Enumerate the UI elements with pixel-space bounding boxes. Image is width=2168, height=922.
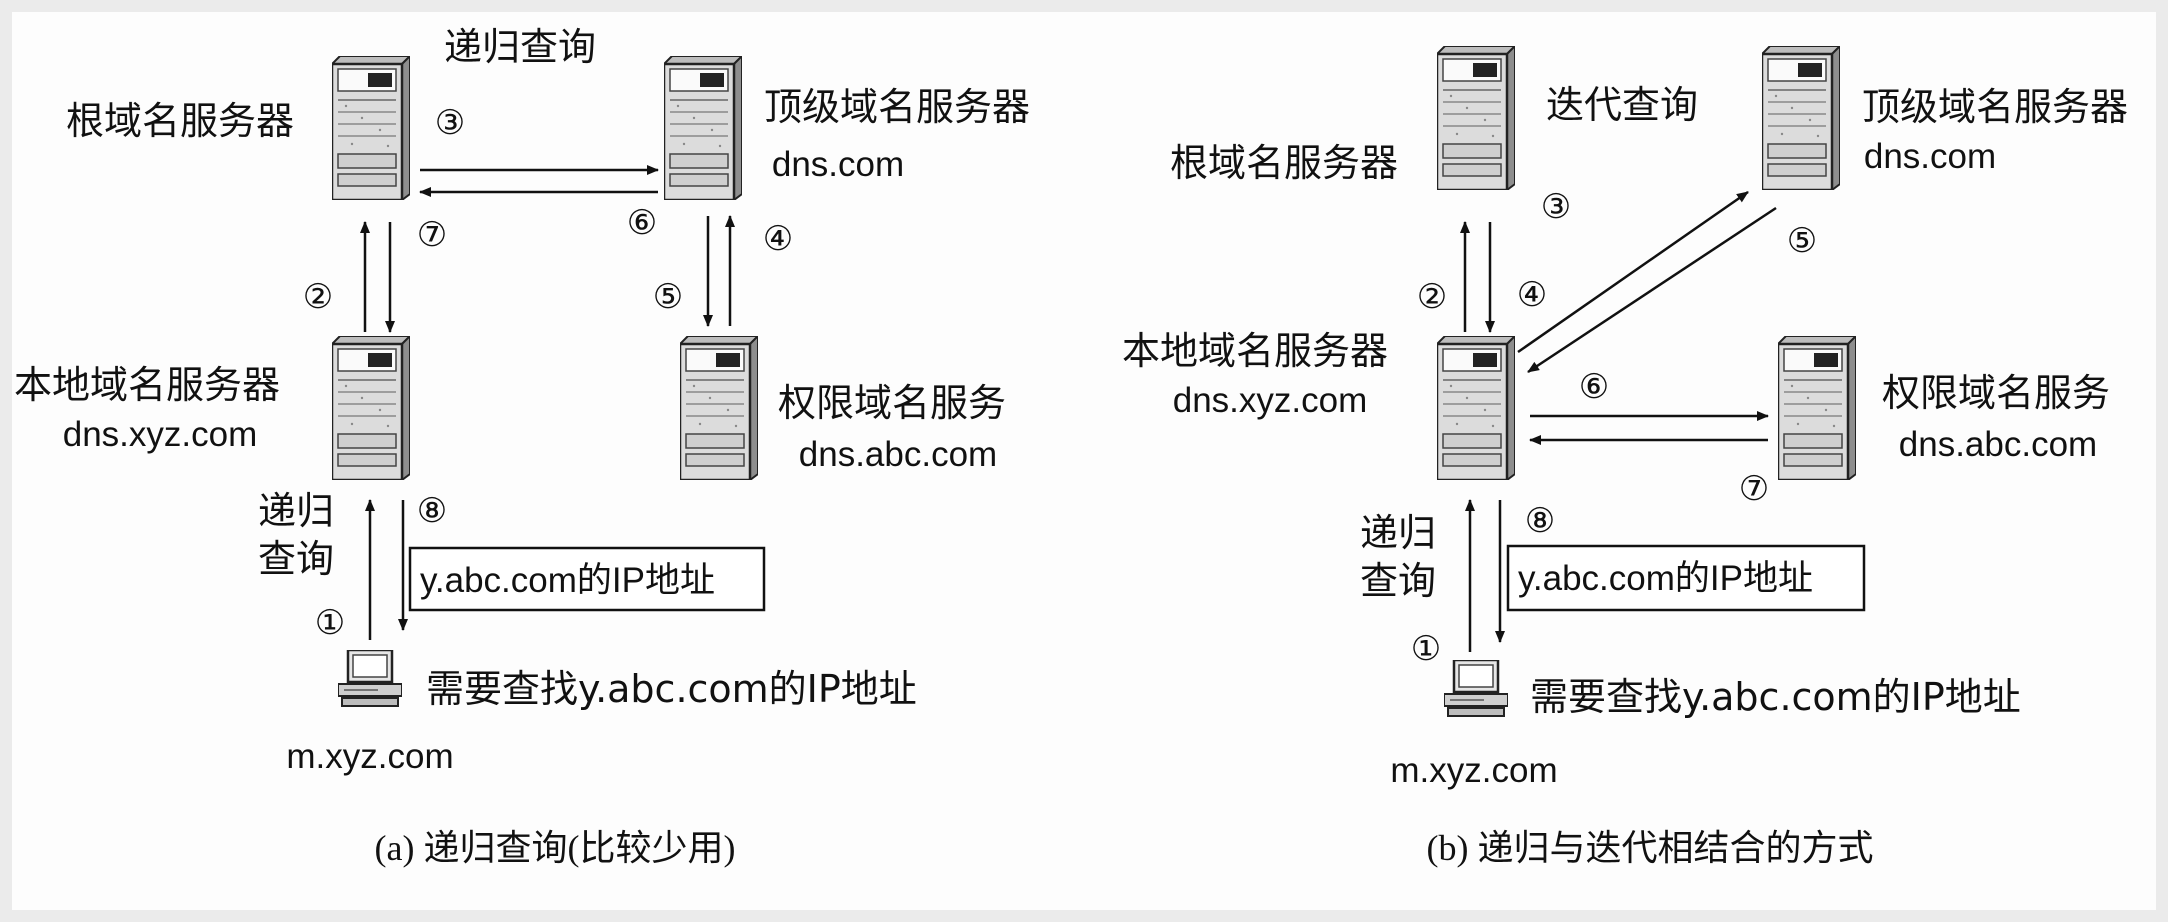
step-1-label: ① xyxy=(1411,629,1441,669)
tld-server-icon xyxy=(1762,46,1840,190)
tld-server-label: 顶级域名服务器 xyxy=(764,85,1030,129)
auth-server-icon xyxy=(680,336,758,480)
title-iterative: 迭代查询 xyxy=(1546,83,1698,127)
step-1-label: ① xyxy=(315,603,345,643)
step-3-label: ③ xyxy=(435,103,465,143)
root-server-label: 根域名服务器 xyxy=(1170,141,1398,185)
step-5-label: ⑤ xyxy=(1787,221,1817,261)
tld-server-domain: dns.com xyxy=(1864,137,1996,176)
tld-server-domain: dns.com xyxy=(772,145,904,184)
step-8-label: ⑧ xyxy=(1525,501,1555,541)
root-server-icon xyxy=(332,56,410,200)
host-name: m.xyz.com xyxy=(286,737,453,776)
panel-recursive: 递归查询 根域名服务器 顶级域名服务器 dns.com 本地域名服务器 dns.… xyxy=(14,25,1030,868)
local-server-domain: dns.xyz.com xyxy=(63,415,258,454)
panel-iterative: 迭代查询 根域名服务器 顶级域名服务器 dns.com 本地域名服务器 dns.… xyxy=(1122,46,2128,868)
auth-server-label: 权限域名服务 xyxy=(1882,371,2110,415)
result-box-text: y.abc.com的IP地址 xyxy=(1518,559,1813,598)
local-server-label: 本地域名服务器 xyxy=(14,363,280,407)
step-8-label: ⑧ xyxy=(417,491,447,531)
local-server-icon xyxy=(1437,336,1515,480)
arrow-step-4 xyxy=(1517,190,1749,354)
result-box xyxy=(408,546,766,612)
local-server-label: 本地域名服务器 xyxy=(1122,329,1388,373)
result-box-text: y.abc.com的IP地址 xyxy=(420,561,715,600)
host-name: m.xyz.com xyxy=(1390,751,1557,790)
step-7-label: ⑦ xyxy=(1739,469,1769,509)
root-server-label: 根域名服务器 xyxy=(66,99,294,143)
step-6-label: ⑥ xyxy=(1579,367,1609,407)
host-computer-icon xyxy=(1444,660,1508,718)
host-note: 需要查找y.abc.com的IP地址 xyxy=(1530,675,2021,719)
step-3-label: ③ xyxy=(1541,187,1571,227)
auth-server-label: 权限域名服务 xyxy=(778,381,1006,425)
step-2-label: ② xyxy=(303,277,333,317)
auth-server-icon xyxy=(1778,336,1856,480)
arrow-step-5 xyxy=(1527,206,1777,374)
host-note: 需要查找y.abc.com的IP地址 xyxy=(426,667,917,711)
step-5-label: ⑤ xyxy=(653,277,683,317)
step-7-label: ⑦ xyxy=(417,215,447,255)
query-label-line1: 递归 xyxy=(1360,511,1436,555)
step-2-label: ② xyxy=(1417,277,1447,317)
step-6-label: ⑥ xyxy=(627,203,657,243)
caption-recursive: (a) 递归查询(比较少用) xyxy=(375,828,736,868)
auth-server-domain: dns.abc.com xyxy=(799,435,997,474)
step-4-label: ④ xyxy=(1517,275,1547,315)
query-label-line2: 查询 xyxy=(258,537,334,581)
caption-iterative: (b) 递归与迭代相结合的方式 xyxy=(1427,828,1874,868)
tld-server-label: 顶级域名服务器 xyxy=(1862,85,2128,129)
host-computer-icon xyxy=(338,650,402,708)
step-4-label: ④ xyxy=(763,219,793,259)
query-label-line1: 递归 xyxy=(258,489,334,533)
result-box xyxy=(1506,544,1866,612)
query-label-line2: 查询 xyxy=(1360,559,1436,603)
auth-server-domain: dns.abc.com xyxy=(1899,425,2097,464)
local-server-icon xyxy=(332,336,410,480)
tld-server-icon xyxy=(664,56,742,200)
root-server-icon xyxy=(1437,46,1515,190)
local-server-domain: dns.xyz.com xyxy=(1173,381,1368,420)
title-recursive: 递归查询 xyxy=(444,25,596,69)
